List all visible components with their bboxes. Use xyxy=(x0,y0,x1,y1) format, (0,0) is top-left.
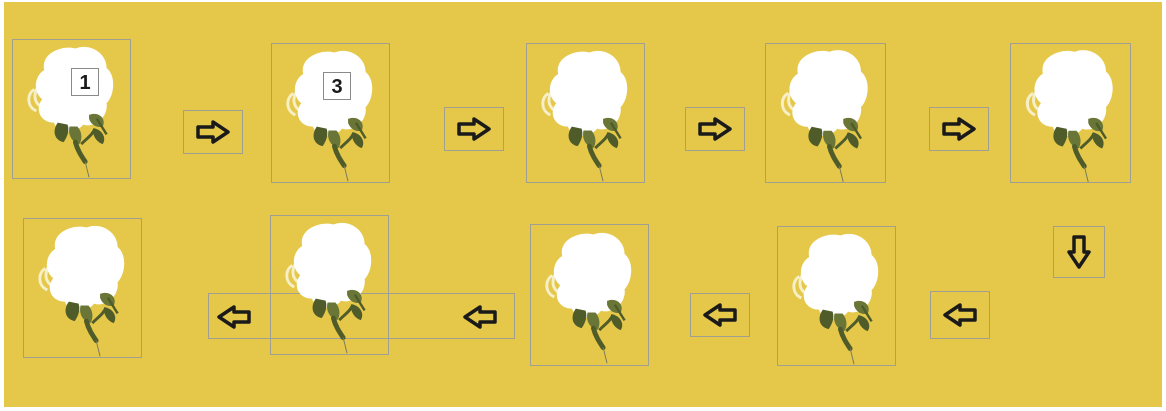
diagram-canvas: 1 3 xyxy=(4,2,1162,407)
step-number-label: 3 xyxy=(323,72,351,100)
arrow-down-icon xyxy=(1066,234,1092,270)
arrow-left-icon xyxy=(216,304,252,330)
cotton-boll-icon xyxy=(1011,44,1130,182)
cotton-boll-icon xyxy=(766,44,885,182)
arrow-left-icon xyxy=(702,302,738,328)
cotton-boll-icon xyxy=(527,44,644,182)
cotton-frame-6 xyxy=(777,226,896,366)
cotton-frame-7 xyxy=(530,224,649,366)
arrow-box-r3 xyxy=(685,107,745,151)
cotton-frame-3 xyxy=(526,43,645,183)
cotton-boll-icon xyxy=(13,40,130,178)
cotton-frame-5 xyxy=(1010,43,1131,183)
arrow-right-icon xyxy=(697,116,733,142)
arrow-box-r2 xyxy=(444,107,504,151)
arrow-left-icon xyxy=(942,302,978,328)
arrow-box-r4 xyxy=(929,107,989,151)
arrow-left-icon xyxy=(462,304,498,330)
cotton-boll-icon xyxy=(271,216,388,354)
cotton-boll-icon xyxy=(531,225,648,365)
cotton-frame-4 xyxy=(765,43,886,183)
arrow-left-inside-box-left xyxy=(216,304,252,335)
cotton-boll-icon xyxy=(24,219,141,357)
arrow-box-down xyxy=(1053,226,1105,278)
cotton-frame-1: 1 xyxy=(12,39,131,179)
arrow-right-icon xyxy=(195,119,231,145)
arrow-box-l1 xyxy=(930,291,990,339)
arrow-box-l2 xyxy=(690,293,750,337)
cotton-boll-icon xyxy=(778,227,895,365)
cotton-frame-2: 3 xyxy=(271,43,390,183)
arrow-right-icon xyxy=(941,116,977,142)
step-number-label: 1 xyxy=(71,68,99,96)
cotton-frame-8 xyxy=(270,215,389,355)
overlap-box xyxy=(208,293,515,339)
arrow-left-inside-box-right xyxy=(462,304,498,335)
cotton-frame-9 xyxy=(23,218,142,358)
arrow-box-r1 xyxy=(183,110,243,154)
cotton-boll-icon xyxy=(272,44,389,182)
arrow-right-icon xyxy=(456,116,492,142)
